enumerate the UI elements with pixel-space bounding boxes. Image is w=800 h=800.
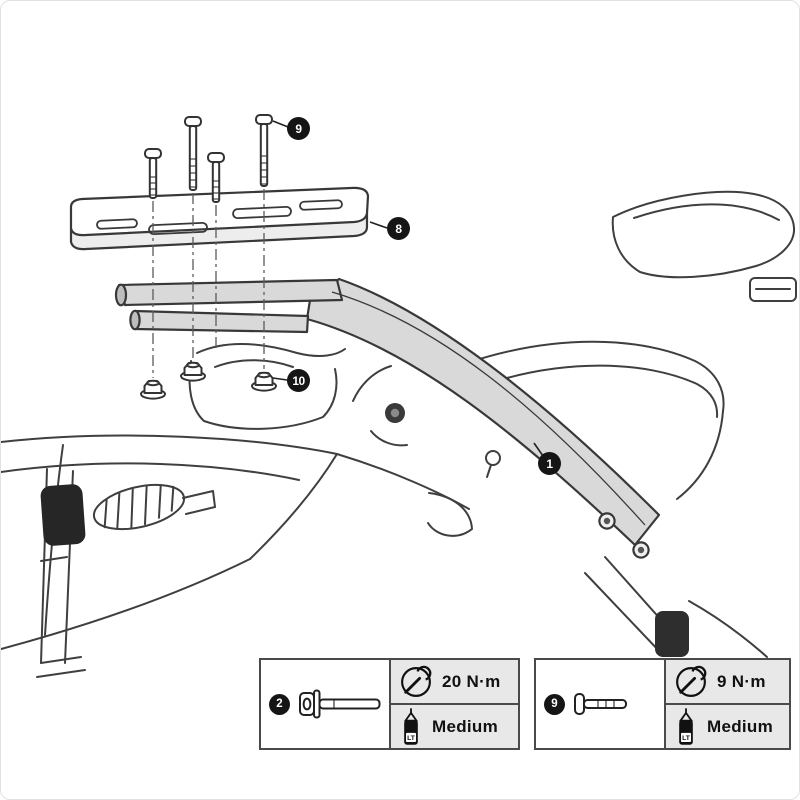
torque-value: 20 N·m	[442, 671, 501, 691]
threadlock-row: LT Medium	[666, 703, 789, 748]
callout-screw-9: 9	[287, 117, 310, 140]
torque-row: 9 N·m	[666, 660, 789, 703]
torque-row: 20 N·m	[391, 660, 518, 703]
threadlock-row: LT Medium	[391, 703, 518, 748]
motorcycle-rear-drawing	[1, 190, 797, 678]
luggage-rack-drawing	[114, 277, 661, 559]
socket-head-bolt-icon	[298, 688, 390, 720]
threadlock-bottle-icon: LT	[399, 707, 423, 747]
center-lines	[152, 189, 265, 378]
mounting-screws-drawing	[144, 114, 273, 203]
flange-nuts-drawing	[140, 361, 277, 400]
threadlock-strength: Medium	[707, 716, 774, 736]
spec-callout-9: 9	[544, 693, 565, 715]
threadlock-strength: Medium	[432, 716, 499, 736]
torque-wrench-icon	[674, 665, 708, 699]
spec-values-cell: 20 N·m LT Medium	[389, 660, 518, 748]
torque-wrench-icon	[399, 665, 433, 699]
pan-head-screw-icon	[573, 691, 639, 717]
spec-fastener-cell: 9	[536, 660, 664, 748]
callout-leader-lines	[272, 120, 544, 457]
spec-callout-2: 2	[269, 693, 290, 715]
callout-rack-1: 1	[538, 452, 561, 475]
callout-plate-8: 8	[387, 217, 410, 240]
callout-nut-10: 10	[287, 369, 310, 392]
torque-spec-box-bolt-2: 2	[259, 658, 520, 750]
threadlock-bottle-icon: LT	[674, 707, 698, 747]
spec-values-cell: 9 N·m LT Medium	[664, 660, 789, 748]
threadlock-label: LT	[407, 735, 416, 742]
torque-value: 9 N·m	[717, 671, 766, 691]
torque-spec-box-screw-9: 9	[534, 658, 791, 750]
spec-fastener-cell: 2	[261, 660, 389, 748]
threadlock-label: LT	[682, 735, 691, 742]
adapter-plate-drawing	[69, 186, 370, 251]
